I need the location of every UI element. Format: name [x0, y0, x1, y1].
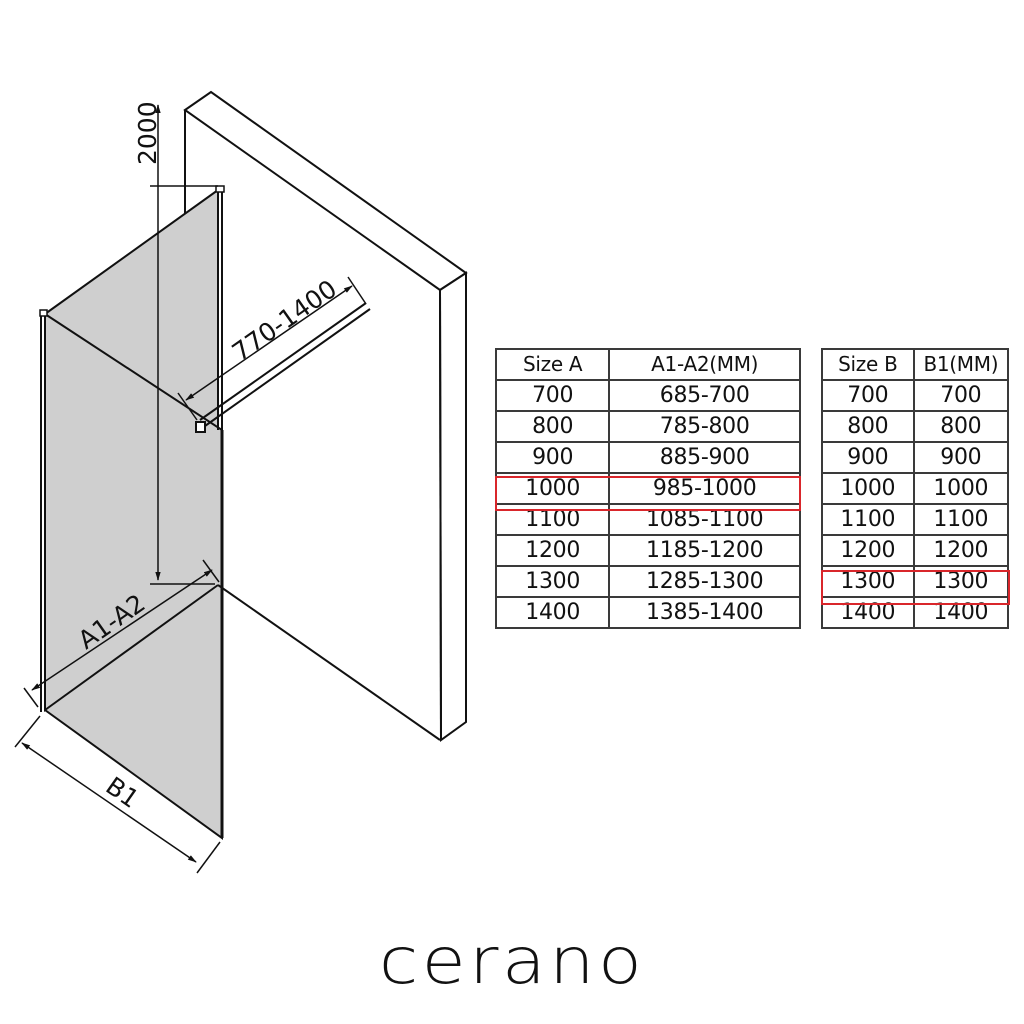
size-cell: 700	[821, 379, 915, 412]
size-cell: 1200	[821, 534, 915, 567]
size-cell: 1300	[494, 565, 611, 598]
value-cell: 700	[912, 379, 1010, 412]
size-cell: 1400	[821, 596, 915, 629]
range-cell: 885-900	[608, 441, 801, 474]
column-header-b1: B1(MM)	[912, 348, 1010, 381]
range-cell: 685-700	[608, 379, 801, 412]
range-cell: 1185-1200	[608, 534, 801, 567]
size-cell: 1400	[494, 596, 611, 629]
table-header-row: Size A A1-A2(MM)	[494, 348, 801, 381]
range-cell: 785-800	[608, 410, 801, 443]
column-header-a1-a2: A1-A2(MM)	[608, 348, 801, 381]
size-cell: 900	[821, 441, 915, 474]
value-cell: 1100	[912, 503, 1010, 536]
value-cell: 1300	[912, 565, 1010, 598]
range-cell: 1085-1100	[608, 503, 801, 536]
size-cell: 1000	[494, 472, 611, 505]
dimension-support-arm	[177, 276, 367, 421]
value-cell: 900	[912, 441, 1010, 474]
column-header-size-b: Size B	[821, 348, 915, 381]
size-cell: 900	[494, 441, 611, 474]
size-cell: 700	[494, 379, 611, 412]
value-cell: 800	[912, 410, 1010, 443]
dimension-height-label: 2000	[133, 101, 162, 165]
dimension-support-arm-label: 770-1400	[227, 274, 342, 367]
brand-logo: cerano	[378, 925, 646, 999]
size-cell: 1100	[494, 503, 611, 536]
range-cell: 985-1000	[608, 472, 801, 505]
value-cell: 1200	[912, 534, 1010, 567]
size-cell: 800	[494, 410, 611, 443]
size-cell: 1300	[821, 565, 915, 598]
table-header-row: Size B B1(MM)	[821, 348, 1010, 381]
size-cell: 1100	[821, 503, 915, 536]
dimension-return-width	[14, 715, 221, 874]
range-cell: 1385-1400	[608, 596, 801, 629]
value-cell: 1000	[912, 472, 1010, 505]
dimension-panel-width	[23, 559, 220, 708]
value-cell: 1400	[912, 596, 1010, 629]
size-cell: 1000	[821, 472, 915, 505]
glass-panels	[39, 185, 441, 840]
size-cell: 1200	[494, 534, 611, 567]
range-cell: 1285-1300	[608, 565, 801, 598]
size-cell: 800	[821, 410, 915, 443]
wall	[183, 90, 468, 742]
column-header-size-a: Size A	[494, 348, 611, 381]
